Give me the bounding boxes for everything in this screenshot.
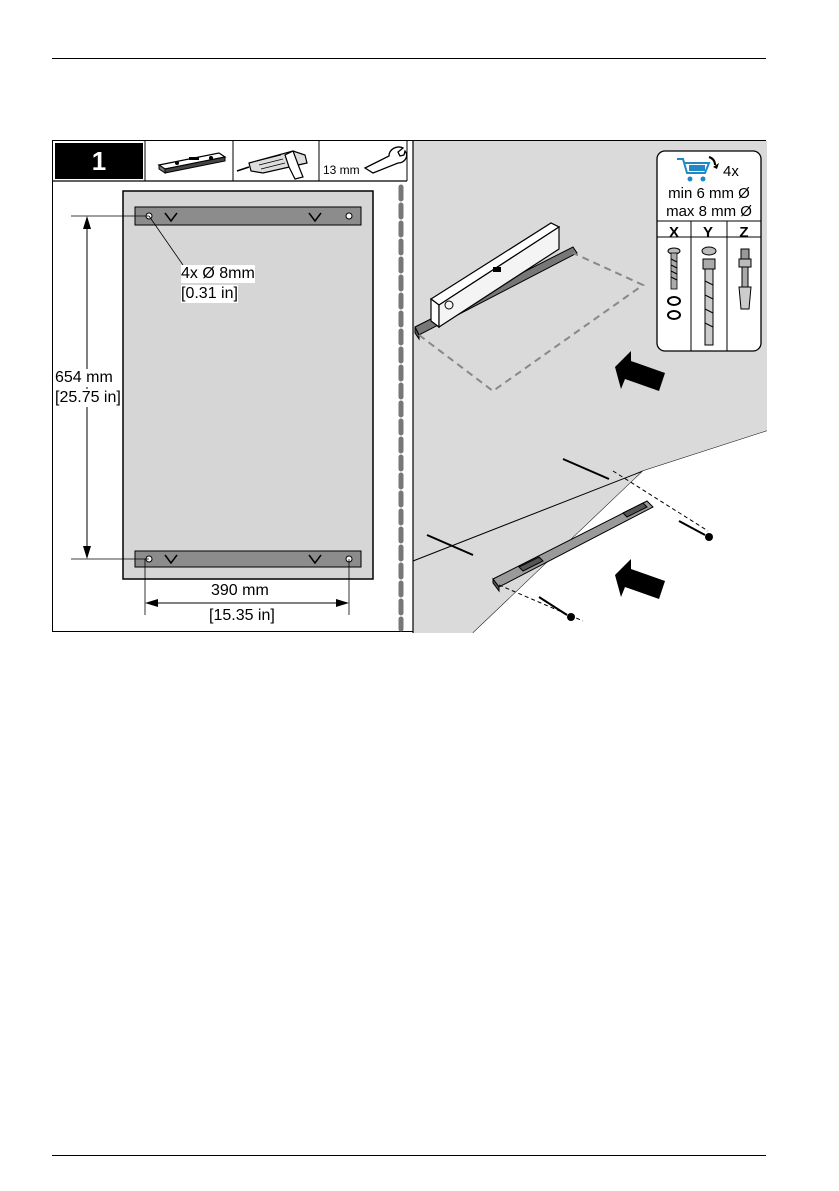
mounting-figure: 1 13 mm 4x Ø 8mm [0.31 in] 654 mm [25.75…	[52, 140, 766, 632]
top-rule	[52, 58, 766, 59]
vertical-dimension-mm: 654 mm	[55, 369, 113, 387]
step-number: 1	[55, 143, 143, 179]
option-x-header: X	[657, 224, 691, 241]
option-y-header: Y	[691, 224, 725, 241]
option-z-header: Z	[727, 224, 761, 241]
hardware-quantity: 4x	[723, 163, 739, 181]
drill-icon	[237, 151, 307, 179]
min-diameter-spec: min 6 mm Ø	[657, 185, 761, 202]
holes-inch-label: [0.31 in]	[181, 285, 238, 303]
wrench-size-label: 13 mm	[323, 161, 360, 179]
wrench-icon	[365, 147, 407, 173]
horizontal-dimension-in: [15.35 in]	[209, 607, 275, 625]
bottom-rule	[52, 1155, 766, 1156]
holes-label: 4x Ø 8mm	[181, 265, 255, 283]
spirit-level-icon	[159, 153, 225, 173]
max-diameter-spec: max 8 mm Ø	[657, 203, 761, 220]
vertical-dimension-in: [25.75 in]	[55, 389, 121, 407]
horizontal-dimension-mm: 390 mm	[211, 582, 269, 600]
